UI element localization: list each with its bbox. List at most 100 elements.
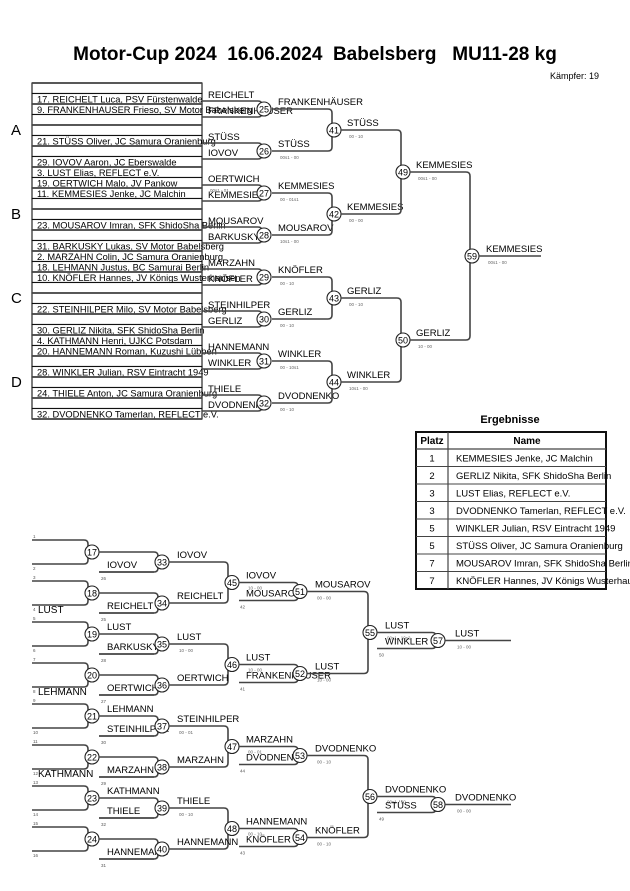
fighter-name: IOVOV: [246, 571, 277, 582]
fighter-name: OERTWICH: [208, 174, 260, 185]
repechage-connector: [32, 703, 89, 729]
fighter-name: KNÖFLER: [208, 274, 253, 285]
result-place: 5: [429, 541, 434, 552]
fighter-name: KEMMESIES: [208, 190, 265, 201]
score: 00 - 10: [317, 842, 332, 847]
slot-number: 2: [33, 566, 36, 571]
draw-entry: 32. DVODNENKO Tamerlan, REFLECT e.V.: [37, 410, 219, 420]
match-number: 43: [329, 294, 339, 304]
results-title: Ergebnisse: [480, 414, 539, 426]
result-place: 1: [429, 454, 434, 465]
match-number: 25: [259, 105, 269, 115]
repechage-connector: [32, 662, 89, 688]
match-number-circle: [256, 269, 272, 285]
match-number: 20: [87, 671, 97, 681]
draw-entry: 11. KEMMESIES Jenke, JC Malchin: [37, 189, 186, 199]
champion-name: KEMMESIES: [486, 244, 543, 255]
fighter-name: MOUSAROV: [208, 216, 264, 227]
result-name: KNÖFLER Hannes, JV Königs Wusterhausen: [456, 576, 630, 587]
pool-label-d: D: [11, 374, 22, 391]
page-title: Motor-Cup 2024 16.06.2024 Babelsberg MU1…: [73, 44, 557, 65]
slot-number: 6: [33, 648, 36, 653]
fighter-name: OERTWICH: [177, 673, 229, 684]
match-number: 21: [87, 712, 97, 722]
result-name: LUST Elias, REFLECT e.V.: [456, 489, 570, 500]
match-number: 36: [157, 681, 167, 691]
draw-entry: 24. THIELE Anton, JC Samura Oranienburg: [37, 389, 217, 399]
fighter-name: HANNEMANN: [177, 837, 238, 848]
slot-number: 10: [33, 730, 39, 735]
result-place: 5: [429, 524, 434, 535]
fighter-name: HANNEMANN: [246, 817, 307, 828]
draw-slot: [31, 376, 203, 389]
fighter-name: KNÖFLER: [315, 826, 360, 837]
score: 00s1 - 00: [387, 800, 406, 805]
score: 10 - 00: [248, 586, 263, 591]
match-number: 27: [259, 189, 269, 199]
draw-entry: 4. KATHMANN Henri, UJKC Potsdam: [37, 336, 193, 346]
slot-number: 8: [33, 689, 36, 694]
fighter-name: MOUSAROV: [246, 589, 302, 600]
match-number: 58: [433, 800, 443, 810]
score: 00 - 00: [317, 596, 332, 601]
result-name: DVODNENKO Tamerlan, REFLECT e.V.: [456, 506, 626, 517]
score: 10s1 - 00: [280, 239, 299, 244]
slot-number: 16: [33, 853, 39, 858]
slot-number: 13: [33, 780, 39, 785]
fighter-name: GERLIZ: [278, 307, 313, 318]
match-number: 59: [467, 252, 477, 262]
result-place: 7: [429, 559, 434, 570]
draw-entry: 10. KNÖFLER Hannes, JV Königs Wusterhaus…: [37, 273, 240, 283]
match-number: 41: [329, 126, 339, 136]
fighter-name: LUST: [315, 662, 339, 673]
fighter-name: DVODNENKO: [315, 744, 376, 755]
fighter-name: MOUSAROV: [315, 580, 371, 591]
pool-label-b: B: [11, 206, 21, 223]
match-number: 29: [259, 273, 269, 283]
slot-number: 15: [33, 821, 39, 826]
draw-entry: 31. BARKUSKY Lukas, SV Motor Babelsberg: [37, 242, 224, 252]
reference-number: 31: [101, 863, 107, 868]
reference-number: 30: [101, 740, 107, 745]
match-number: 38: [157, 763, 167, 773]
result-place: 3: [429, 506, 434, 517]
score: 10 - 00: [418, 344, 433, 349]
fighter-name: LUST: [246, 653, 270, 664]
fighter-name: STÜSS: [347, 118, 379, 129]
draw-slot: [31, 292, 203, 305]
fighter-name: IOVOV: [107, 560, 138, 571]
reference-number: 41: [240, 687, 246, 692]
draw-entry: 29. IOVOV Aaron, JC Eberswalde: [37, 158, 177, 168]
fighter-name: THIELE: [177, 796, 210, 807]
score: 00 - 01: [179, 730, 194, 735]
score: 00 - 10: [248, 832, 263, 837]
match-number: 34: [157, 599, 167, 609]
slot-number: 14: [33, 812, 39, 817]
reference-number: 29: [101, 781, 107, 786]
repechage-connector: [32, 539, 89, 565]
fighter-name: STÜSS: [278, 139, 310, 150]
fighter-name: WINKLER: [208, 358, 251, 369]
draw-slot: [31, 229, 203, 242]
draw-entry: 2. MARZAHN Colin, JC Samura Oranienburg: [37, 252, 223, 262]
match-number: 31: [259, 357, 269, 367]
reference-number: 43: [240, 851, 246, 856]
fighter-name: WINKLER: [278, 349, 321, 360]
result-place: 3: [429, 489, 434, 500]
score: 10 - 00: [179, 648, 194, 653]
draw-slot: [31, 397, 203, 410]
match-number: 53: [295, 751, 305, 761]
repechage-connector: [32, 744, 89, 770]
fighter-name: HANNEMANN: [208, 342, 269, 353]
match-number-circle: [256, 101, 272, 117]
fighter-name: BARKUSKY: [208, 232, 260, 243]
fighter-name: KATHMANN: [38, 769, 93, 780]
match-number: 56: [365, 792, 375, 802]
fighter-name: STÜSS: [385, 801, 417, 812]
draw-entry: 18. LEHMANN Justus, BC Samurai Berlin: [37, 263, 209, 273]
match-number: 54: [295, 833, 305, 843]
draw-slot: [31, 355, 203, 368]
match-number: 17: [87, 548, 97, 558]
pool-label-c: C: [11, 290, 22, 307]
